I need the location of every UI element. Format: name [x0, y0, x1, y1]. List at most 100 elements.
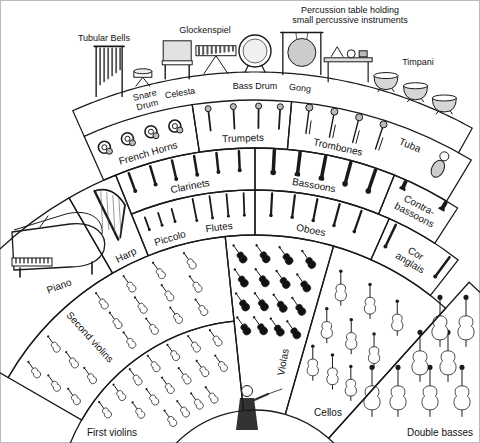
horn-inner — [125, 136, 130, 141]
band-outline — [131, 190, 255, 256]
instrument-neck — [100, 403, 104, 409]
trombone-icon — [306, 104, 313, 134]
instrument-body — [390, 386, 406, 410]
cello-icon — [307, 344, 318, 380]
instrument-scroll — [152, 261, 155, 264]
instrument-body — [364, 297, 375, 314]
tubular-bells-icon — [94, 46, 124, 96]
instrument-scroll — [296, 273, 299, 276]
instrument-body — [137, 302, 149, 315]
section-band: Harp — [69, 175, 149, 274]
bassoon-icon — [295, 153, 301, 178]
stroke-line — [281, 32, 323, 34]
instrument-scroll — [190, 392, 193, 395]
violin-icon — [131, 294, 148, 314]
instrument-scroll — [311, 344, 315, 348]
instrument-scroll — [278, 245, 281, 248]
instrument-scroll — [131, 401, 134, 404]
section-label: Tuba — [397, 135, 424, 155]
instrument-endpin — [430, 410, 431, 417]
band-path — [255, 148, 394, 214]
instrument-neck — [171, 308, 175, 314]
stroke-line — [313, 199, 317, 221]
stroke-line — [47, 258, 48, 263]
section-label: Trumpets — [221, 132, 265, 144]
stroke-line — [27, 258, 28, 263]
instrument-scroll — [233, 268, 236, 271]
stroke-line — [378, 89, 380, 92]
instrument-body — [163, 290, 175, 303]
instrument-endpin — [326, 338, 327, 343]
instrument-bell — [243, 214, 246, 217]
violin-icon — [159, 375, 176, 395]
section-band: PiccoloFlutes — [131, 190, 255, 256]
instrument-scroll — [47, 335, 50, 338]
cello-icon — [368, 332, 379, 368]
instrument-scroll — [122, 275, 125, 278]
clarinet-icon — [238, 151, 242, 172]
instrument-body — [217, 360, 229, 373]
cello-icon — [327, 353, 338, 389]
instrument-scroll — [349, 365, 353, 369]
stroke-line — [40, 216, 48, 227]
stroke-line — [31, 258, 32, 263]
piano-body — [12, 224, 105, 270]
band-path — [84, 105, 199, 180]
instrument-neck — [97, 294, 101, 300]
stroke-line — [268, 389, 282, 394]
instrument-neck — [277, 272, 281, 278]
instrument-bell — [154, 182, 158, 186]
clarinet-icon — [216, 153, 220, 174]
instrument-neck — [293, 299, 297, 305]
stroke-line — [35, 258, 36, 263]
stroke-line — [202, 47, 204, 55]
instrument-body — [115, 389, 127, 402]
section-label: Flutes — [204, 220, 234, 234]
instrument-body — [307, 359, 318, 376]
instrument-bell — [238, 168, 242, 172]
stroke-line — [238, 151, 241, 170]
violin-icon — [45, 333, 62, 353]
instrument-body — [169, 349, 181, 362]
french-horn-icon — [145, 126, 159, 139]
trombone-bell — [356, 114, 363, 121]
stroke-line — [121, 46, 122, 96]
violin-icon — [93, 290, 110, 310]
stroke-line — [228, 47, 230, 52]
instrument-endpin — [351, 349, 352, 354]
stroke-line — [165, 65, 166, 79]
french-horn-icon — [98, 141, 112, 154]
stroke-line — [145, 217, 149, 229]
section-label: Clarinets — [169, 177, 212, 196]
instrument-endpin — [398, 410, 399, 417]
section-label: Bassoons — [290, 176, 337, 195]
band-path — [192, 100, 291, 152]
stroke-line — [129, 173, 135, 191]
instrument-label: Glockenspiel — [178, 25, 232, 35]
instrument-endpin — [420, 375, 421, 382]
instrument-neck — [462, 370, 463, 386]
instrument-scroll — [291, 296, 294, 299]
stroke-line — [216, 153, 218, 172]
instrument-scroll — [286, 320, 289, 323]
trumpet-bell — [205, 106, 211, 112]
instrument-neck — [238, 318, 242, 324]
instrument-neck — [67, 353, 71, 359]
instrument-scroll — [182, 252, 185, 255]
instrument-body — [440, 351, 456, 375]
instrument-endpin — [312, 376, 313, 381]
instrument-neck — [124, 333, 128, 339]
violin-icon — [120, 329, 137, 349]
trumpet-icon — [256, 103, 262, 128]
viola-icon — [234, 314, 253, 336]
stroke-line — [282, 32, 283, 74]
stroke-line — [99, 48, 101, 84]
instrument-scroll — [331, 353, 335, 357]
instrument-neck — [280, 248, 284, 254]
band-path — [65, 321, 244, 443]
instrument-bell — [195, 219, 198, 222]
timpani-icon — [432, 95, 456, 114]
instrument-endpin — [466, 340, 467, 347]
timpani-head — [404, 83, 428, 89]
violin-icon — [126, 366, 143, 386]
